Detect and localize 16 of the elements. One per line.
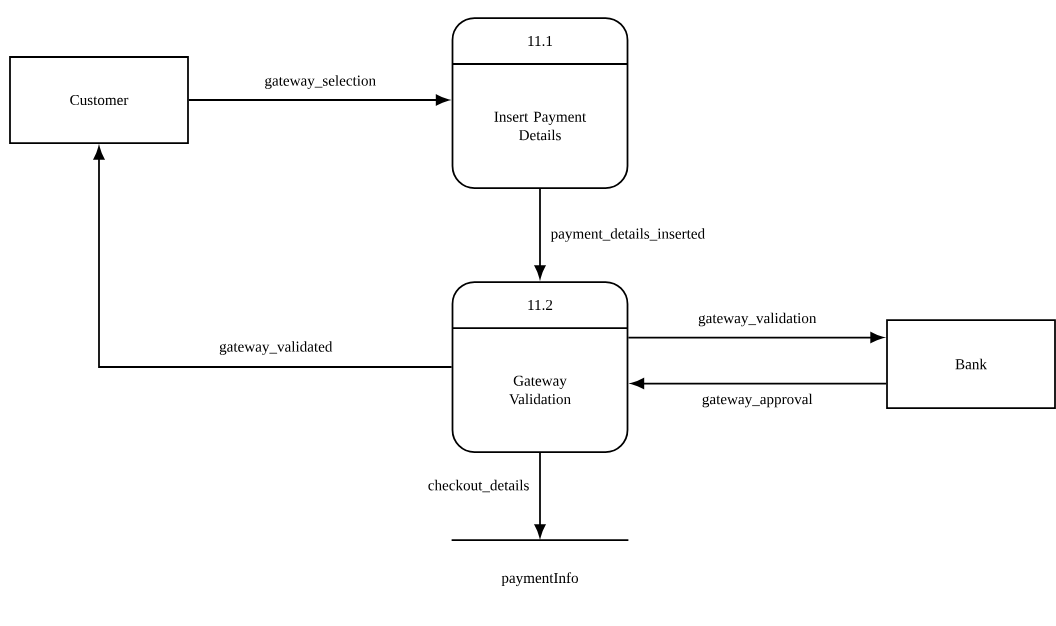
arrow — [93, 146, 453, 368]
edge-label: checkout_details — [426, 478, 532, 494]
arrow — [534, 188, 546, 279]
entity-box: Customer — [9, 56, 189, 144]
edge-label: gateway_selection — [262, 73, 378, 91]
edge-label: gateway_validated — [217, 339, 335, 357]
edge-label: gateway_approval — [700, 391, 815, 410]
arrow — [188, 94, 449, 106]
data-store: paymentInfo — [450, 539, 630, 587]
edge-label: gateway_validation — [696, 310, 819, 329]
process-box: 11.2 Gateway Validation — [451, 281, 629, 453]
process-box: 11.1 Insert Payment Details — [451, 17, 629, 189]
edge-label: payment_details_inserted — [548, 226, 707, 244]
arrow — [627, 332, 884, 343]
entity-box: Bank — [886, 319, 1056, 409]
arrow — [534, 452, 546, 538]
